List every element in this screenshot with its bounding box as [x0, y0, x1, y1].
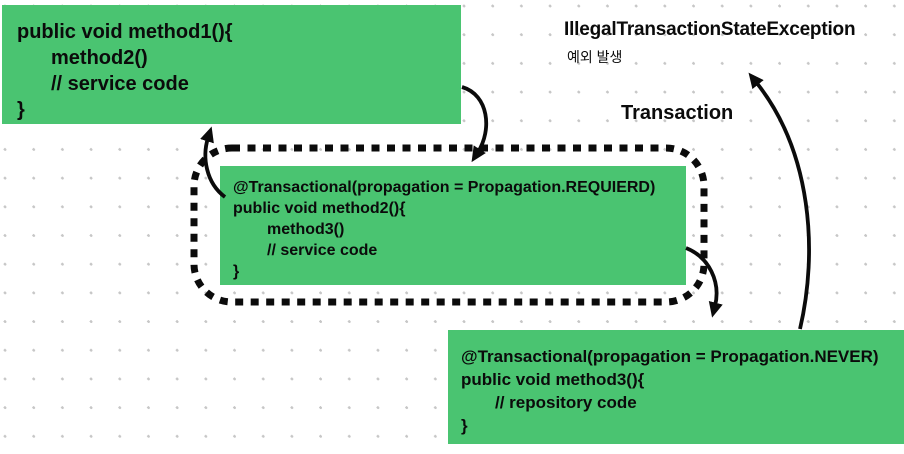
code-line: } [461, 416, 468, 435]
code-line: @Transactional(propagation = Propagation… [461, 347, 879, 366]
code-line: public void method3(){ [461, 370, 645, 389]
exception-title: IllegalTransactionStateException [564, 19, 856, 40]
code-line: public void method2(){ [233, 200, 406, 217]
code-line: } [233, 263, 240, 280]
code-line: public void method1(){ [17, 21, 233, 43]
code-line: // repository code [495, 393, 637, 412]
code-box-method1: public void method1(){ method2() // serv… [2, 5, 461, 124]
code-line: method3() [267, 221, 345, 238]
exception-subtitle-korean: 예외 발생 [567, 49, 623, 65]
code-line: } [17, 99, 25, 121]
code-box-method2: @Transactional(propagation = Propagation… [220, 166, 686, 285]
code-box-method3: @Transactional(propagation = Propagation… [448, 330, 904, 444]
code-line: @Transactional(propagation = Propagation… [233, 179, 656, 196]
code-line: // service code [51, 73, 189, 95]
arrow-method2-to-method3-icon [685, 246, 723, 318]
code-line: // service code [267, 242, 378, 259]
code-line: method2() [51, 47, 148, 69]
transaction-label: Transaction [621, 102, 734, 124]
arrow-method3-to-exception-icon [748, 72, 811, 330]
arrow-method1-into-transaction-icon [461, 85, 489, 163]
